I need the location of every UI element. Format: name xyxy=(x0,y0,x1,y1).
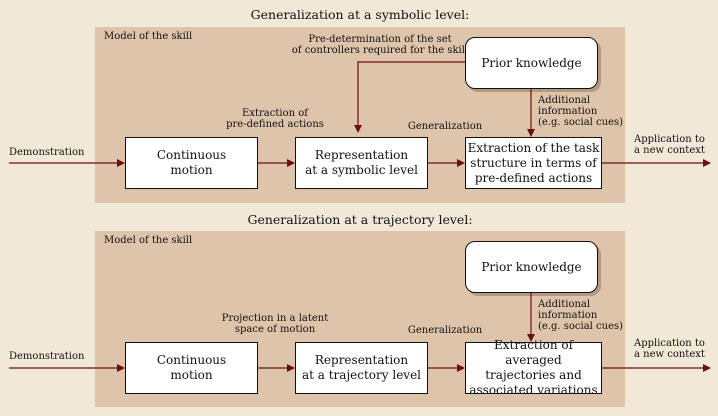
predetermination-arrow xyxy=(354,61,465,133)
predetermination-label: Pre-determination of the set of controll… xyxy=(291,34,469,56)
symbolic-heading: Generalization at a symbolic level: xyxy=(250,7,470,22)
symbolic-demonstration-label: Demonstration xyxy=(9,147,85,158)
symbolic-additional-info-label: Additional information (e.g. social cues… xyxy=(538,95,624,128)
symbolic-representation-box: Representation at a symbolic level xyxy=(295,137,428,189)
trajectory-heading: Generalization at a trajectory level: xyxy=(247,212,473,227)
trajectory-prior-knowledge-box: Prior knowledge xyxy=(465,241,598,293)
trajectory-demonstration-label: Demonstration xyxy=(9,351,85,362)
extraction-of-actions-label: Extraction of pre-defined actions xyxy=(226,108,324,130)
projection-label: Projection in a latent space of motion xyxy=(221,313,329,335)
symbolic-prior-knowledge-box: Prior knowledge xyxy=(465,37,598,89)
trajectory-extraction-box: Extraction of averaged trajectories and … xyxy=(465,338,602,397)
symbolic-application-label: Application to a new context xyxy=(634,134,705,156)
trajectory-additional-info-label: Additional information (e.g. social cues… xyxy=(538,299,624,332)
symbolic-extraction-box: Extraction of the task structure in term… xyxy=(465,137,602,189)
symbolic-generalization-label: Generalization xyxy=(407,121,483,132)
trajectory-application-label: Application to a new context xyxy=(634,338,705,360)
trajectory-continuous-motion-box: Continuous motion xyxy=(125,342,258,394)
symbolic-panel-title: Model of the skill xyxy=(104,31,193,42)
trajectory-representation-box: Representation at a trajectory level xyxy=(295,342,428,394)
trajectory-panel-title: Model of the skill xyxy=(104,235,193,246)
trajectory-generalization-label: Generalization xyxy=(407,325,483,336)
symbolic-continuous-motion-box: Continuous motion xyxy=(125,137,258,189)
